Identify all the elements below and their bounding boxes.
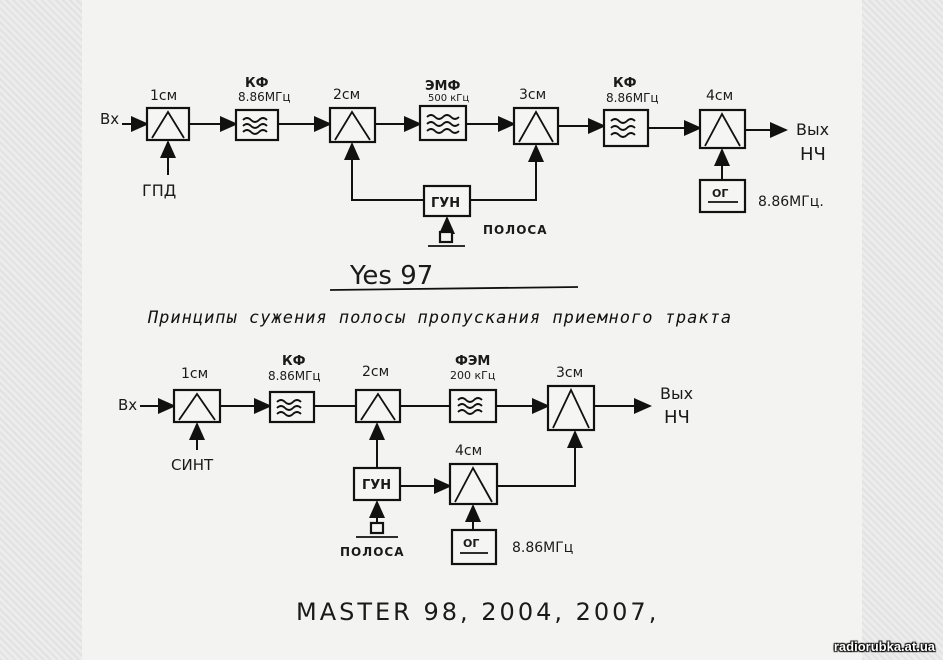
d1-vco-label: ГУН: [431, 196, 460, 211]
d2-filter-1-name: КФ: [282, 354, 306, 369]
d1-vco-block: [422, 184, 472, 218]
d1-osc-freq: 8.86МГц.: [758, 194, 824, 210]
d2-filter-1: [268, 390, 316, 424]
d1-filter-3: [602, 108, 650, 148]
d2-output-line-1: Вых: [660, 384, 693, 403]
master-label: MASTER 98, 2004, 2007,: [296, 598, 659, 626]
d1-filter-2-name: ЭМФ: [425, 79, 460, 94]
watermark: radiorubka.at.ua: [833, 639, 935, 654]
d1-filter-2-freq: 500 кГц: [428, 93, 469, 104]
d1-mixer-4: [698, 108, 747, 150]
d1-filter-1: [234, 108, 280, 142]
d1-mixer-1: [145, 106, 191, 142]
d2-band-pot: [356, 521, 398, 538]
d2-synth-label: СИНТ: [171, 456, 214, 474]
d1-output-line-2: НЧ: [800, 144, 826, 165]
d1-filter-1-name: КФ: [245, 76, 269, 91]
d2-mixer-4: [448, 462, 499, 506]
d1-mixer-1-label: 1см: [150, 88, 177, 104]
d1-mixer-2: [328, 106, 377, 144]
d1-mixer-3-label: 3см: [519, 87, 546, 103]
d2-mixer-3-label: 3см: [556, 365, 583, 381]
d2-mixer-1-label: 1см: [181, 366, 208, 382]
d1-osc-label: ОГ: [712, 187, 728, 200]
d1-output-line-1: Вых: [796, 120, 829, 139]
d1-lo-label: ГПД: [142, 181, 176, 200]
d2-osc-freq: 8.86МГц: [512, 540, 573, 556]
caption: Принципы сужения полосы пропускания прие…: [147, 308, 733, 328]
diagram-1: Вх 1см ГПД КФ 8.86МГц 2см ЭМФ: [100, 76, 829, 247]
yes-97-label: Yes 97: [349, 261, 433, 291]
d1-filter-3-name: КФ: [613, 76, 637, 91]
d2-mixer-3: [546, 384, 596, 432]
d1-mixer-2-label: 2см: [333, 87, 360, 103]
d1-filter-2: [418, 104, 468, 142]
d2-output-line-2: НЧ: [664, 407, 690, 428]
d1-band-label: ПОЛОСА: [483, 223, 548, 237]
d2-mixer-2: [354, 388, 402, 424]
d2-mixer-1: [172, 388, 222, 424]
d2-input-label: Вх: [118, 396, 137, 414]
d1-filter-3-freq: 8.86МГц: [606, 91, 659, 105]
d2-filter-1-freq: 8.86МГц: [268, 369, 321, 383]
d1-band-pot: [428, 230, 465, 247]
d1-mixer-4-label: 4см: [706, 88, 733, 104]
d2-filter-2-freq: 200 кГц: [450, 369, 495, 382]
d2-osc-block: [450, 528, 498, 566]
d2-vco-label: ГУН: [362, 478, 391, 493]
d2-mixer-4-label: 4см: [455, 443, 482, 459]
diagram-2: Вх 1см СИНТ КФ 8.86МГц 2см ФЭМ: [118, 354, 693, 566]
d1-osc-block: [698, 178, 747, 214]
d1-input-label: Вх: [100, 110, 119, 128]
d2-filter-2: [448, 388, 498, 424]
d1-mixer-3: [512, 106, 560, 146]
d2-filter-2-name: ФЭМ: [455, 354, 490, 369]
d1-filter-1-freq: 8.86МГц: [238, 90, 291, 104]
d2-osc-label: ОГ: [463, 537, 479, 550]
d2-band-label: ПОЛОСА: [340, 545, 405, 559]
d2-mixer-2-label: 2см: [362, 364, 389, 380]
